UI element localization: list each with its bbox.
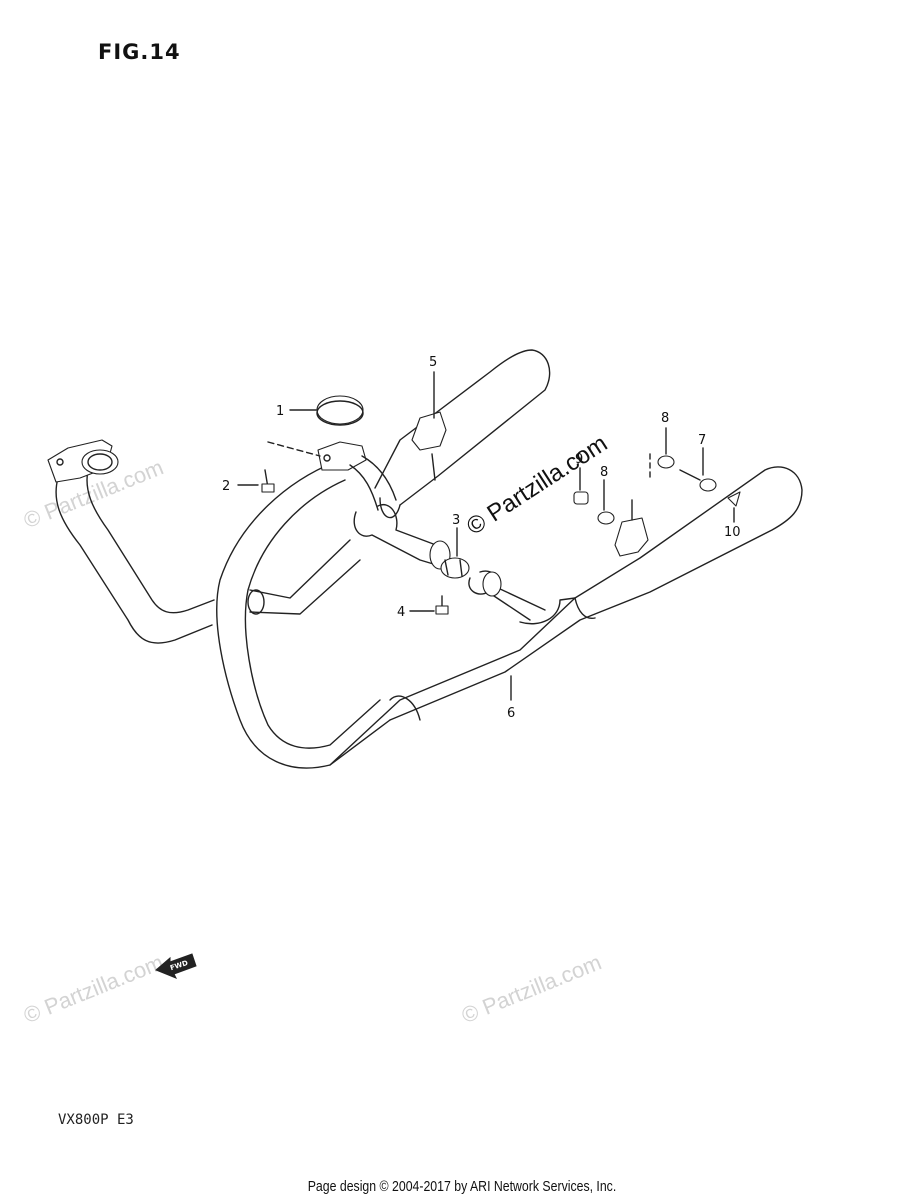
front-exhaust-pipe [47,439,215,644]
washer-8b [597,511,615,525]
callout-10: 10 [724,525,741,540]
bolt-7 [679,469,717,492]
callout-1: 1 [276,404,284,419]
model-code: VX800P E3 [58,1112,134,1128]
callout-5: 5 [429,355,437,370]
washer-8a [657,455,675,469]
callout-3: 3 [452,513,460,528]
left-muffler [374,349,551,519]
gasket [316,395,364,426]
figure-title: FIG.14 [98,40,181,64]
callout-6: 6 [507,706,515,721]
callout-9: 9 [575,452,583,467]
rear-exhaust-pipe [216,441,397,769]
callout-8b: 8 [600,465,608,480]
callout-2: 2 [222,479,230,494]
leader-lines [237,371,735,701]
bolt-4 [435,595,449,615]
bushing-9 [573,491,589,505]
forward-arrow-icon: FWD [155,953,197,979]
cap-10 [727,491,741,507]
callout-7: 7 [698,433,706,448]
clamp [440,557,470,579]
page-footer: Page design © 2004-2017 by ARI Network S… [307,1178,617,1195]
callout-4: 4 [397,605,405,620]
bolt-2 [261,469,275,493]
right-muffler [329,466,803,766]
callout-8a: 8 [661,411,669,426]
balance-pipe [353,503,546,621]
